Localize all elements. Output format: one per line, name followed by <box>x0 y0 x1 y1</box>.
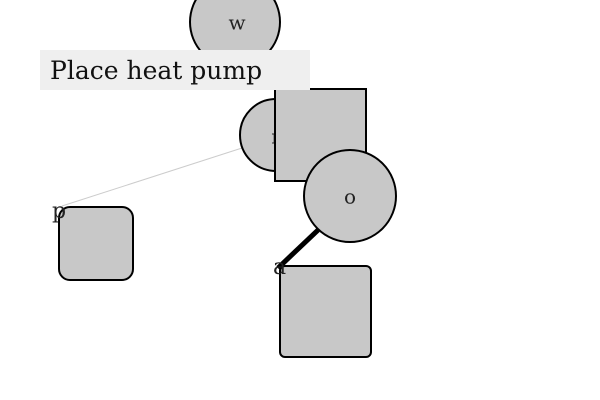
node-w-label: w <box>228 11 245 35</box>
link-o-a <box>276 228 320 270</box>
node-a-label: a <box>273 255 286 280</box>
node-p-label: p <box>52 199 66 224</box>
instruction-text: Place heat pump <box>50 55 263 85</box>
node-p[interactable]: p <box>52 199 134 281</box>
instruction-banner: Place heat pump <box>40 50 310 90</box>
node-a[interactable]: a <box>273 255 372 358</box>
node-o[interactable]: o <box>303 149 397 243</box>
link-r-p <box>61 147 243 207</box>
node-o-label: o <box>344 185 356 209</box>
